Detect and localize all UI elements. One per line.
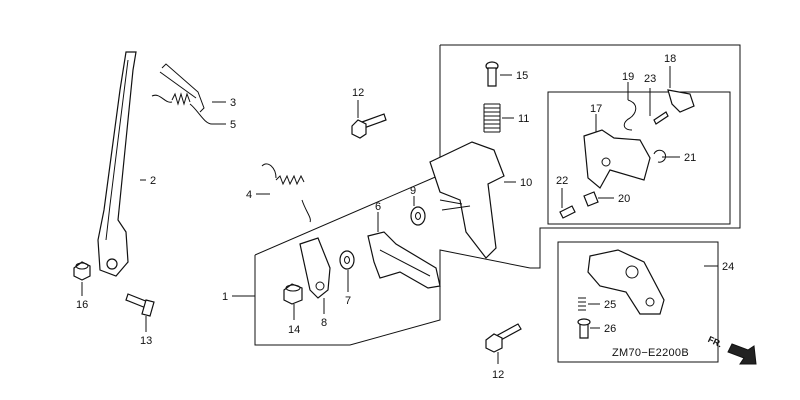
callout-19: 19 — [622, 71, 634, 83]
callout-10: 10 — [520, 177, 532, 189]
screw-part-20 — [583, 191, 599, 207]
callout-5: 5 — [230, 119, 236, 131]
callout-20: 20 — [618, 193, 630, 205]
bolt-part-13 — [125, 293, 155, 317]
callout-1: 1 — [222, 291, 228, 303]
callout-15: 15 — [516, 70, 528, 82]
callout-26: 26 — [604, 323, 616, 335]
callout-25: 25 — [604, 299, 616, 311]
callout-labels: 1 2 3 4 5 6 7 8 9 10 11 12 12 13 14 15 1… — [76, 53, 734, 381]
pin-part-23 — [653, 111, 669, 125]
callout-13: 13 — [140, 335, 152, 347]
plate-part-17 — [583, 129, 651, 189]
callout-2: 2 — [150, 175, 156, 187]
diagram-code: ZM70−E2200B — [612, 347, 689, 359]
callout-12-lower: 12 — [492, 369, 504, 381]
callout-12-upper: 12 — [352, 87, 364, 99]
assembly-outline-17 — [547, 91, 731, 225]
callout-23: 23 — [644, 73, 656, 85]
clip-part-21 — [653, 149, 667, 163]
bracket-part-10 — [429, 141, 505, 259]
callout-16: 16 — [76, 299, 88, 311]
leader-lines — [81, 66, 718, 364]
callout-21: 21 — [684, 152, 696, 164]
clip-part-18 — [667, 89, 695, 113]
nut-part-14 — [283, 283, 303, 305]
spring-part-19 — [623, 99, 637, 131]
screw-part-15 — [485, 61, 499, 87]
callout-22: 22 — [556, 175, 568, 187]
callout-8: 8 — [321, 317, 327, 329]
screw-part-22 — [559, 205, 576, 219]
lever-part-2 — [97, 51, 137, 277]
plate-part-24 — [587, 249, 665, 315]
plate-part-8 — [299, 237, 331, 299]
front-direction-label: FR. — [706, 334, 723, 349]
front-direction-arrow-icon: FR. — [706, 334, 757, 365]
callout-14: 14 — [288, 324, 300, 336]
assembly-outline-main — [254, 44, 741, 346]
callout-11: 11 — [518, 113, 529, 125]
nut-part-16 — [73, 261, 91, 281]
callout-7: 7 — [345, 295, 351, 307]
spring-part-11 — [483, 103, 501, 133]
callout-6: 6 — [375, 201, 381, 213]
screw-part-26 — [577, 318, 591, 339]
callout-17: 17 — [590, 103, 602, 115]
callout-3: 3 — [230, 97, 236, 109]
washer-part-9 — [410, 206, 426, 226]
spring-part-4 — [261, 163, 311, 223]
bolt-part-12-lower — [485, 323, 522, 353]
callout-18: 18 — [664, 53, 676, 65]
callout-9: 9 — [410, 185, 416, 197]
rod-part-3 — [159, 63, 205, 113]
callout-24: 24 — [722, 261, 734, 273]
assembly-outline-24 — [557, 241, 719, 363]
spring-part-25 — [578, 297, 586, 311]
bracket-part-6 — [367, 231, 441, 289]
bolt-part-12-upper — [351, 113, 387, 139]
callout-4: 4 — [246, 189, 252, 201]
washer-part-7 — [339, 250, 355, 270]
spring-part-5 — [151, 92, 213, 125]
